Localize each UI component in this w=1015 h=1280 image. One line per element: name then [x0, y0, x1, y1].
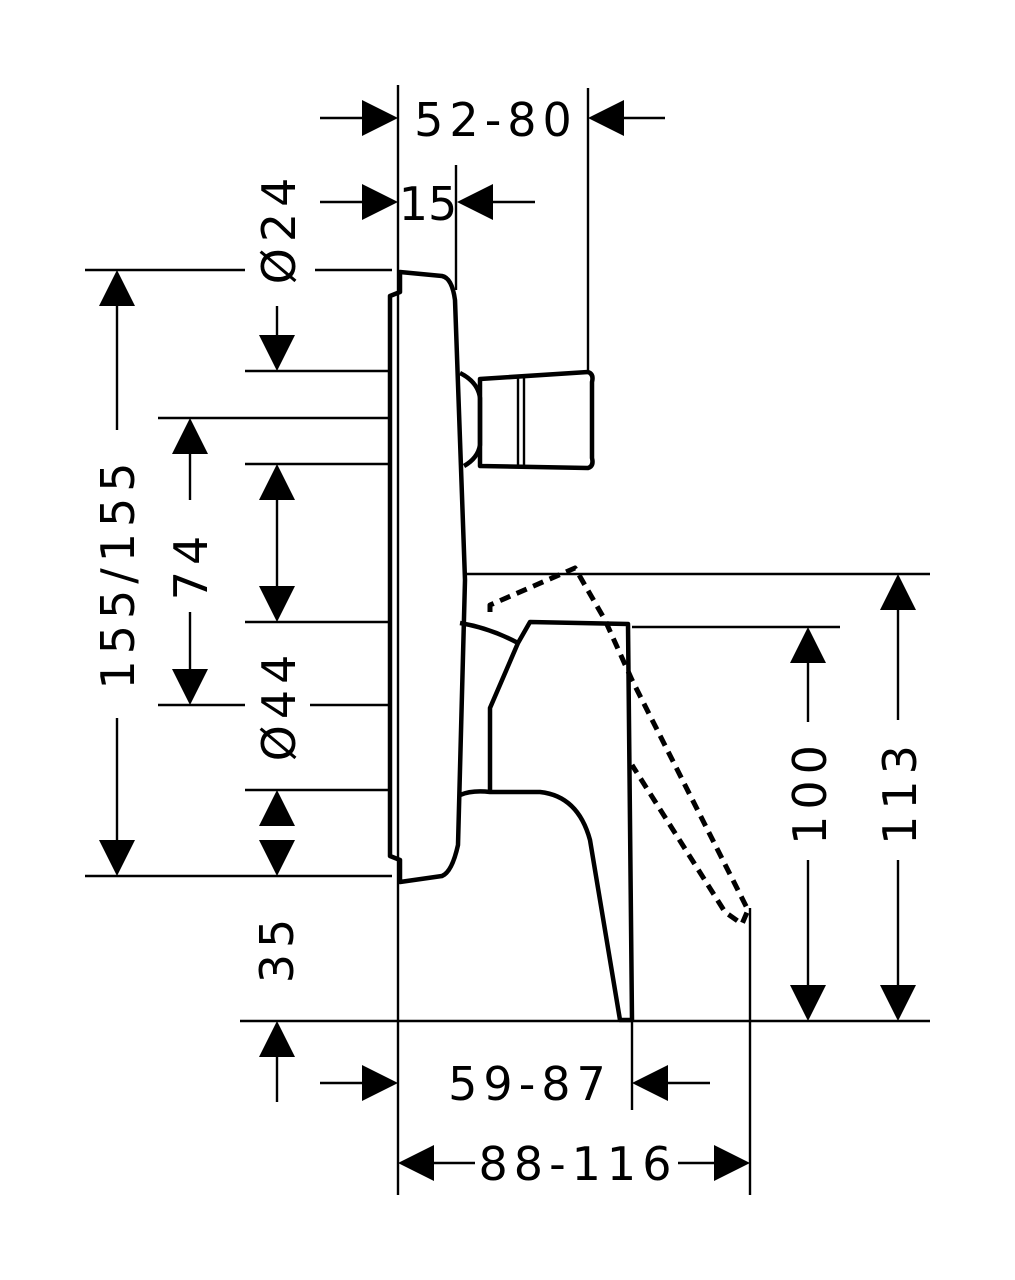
arrow-right-icon	[362, 1065, 398, 1101]
dim-52-80: 52-80	[414, 93, 578, 147]
arrow-down-icon	[172, 669, 208, 705]
arrow-left-icon	[632, 1065, 668, 1101]
arrow-down-icon	[790, 985, 826, 1021]
arrow-right-icon	[714, 1145, 750, 1181]
arrow-left-icon	[588, 100, 624, 136]
dim-74: 74	[164, 530, 218, 601]
arrow-up-icon	[99, 270, 135, 306]
dim-59-87: 59-87	[448, 1057, 612, 1111]
dim-35: 35	[250, 913, 304, 984]
arrow-down-icon	[99, 840, 135, 876]
arrow-down-icon	[259, 840, 295, 876]
arrow-down-icon	[259, 335, 295, 371]
dim-100: 100	[783, 739, 837, 845]
dim-155-155: 155/155	[91, 456, 145, 689]
arrow-up-icon	[172, 418, 208, 454]
dim-diameter-44: Ø44	[252, 649, 306, 762]
arrow-right-icon	[362, 100, 398, 136]
arrow-down-icon	[880, 985, 916, 1021]
arrow-up-icon	[790, 627, 826, 663]
dimension-labels: 52-80 15 Ø24 155/155 74 Ø44 35 100 113 5…	[91, 93, 927, 1191]
arrow-up-icon	[259, 1021, 295, 1057]
dim-15: 15	[399, 177, 458, 231]
arrow-down-icon	[259, 586, 295, 622]
diverter-collar	[458, 370, 483, 468]
dim-113: 113	[873, 739, 927, 845]
lever-open-position	[487, 565, 751, 927]
arrow-up-icon	[259, 790, 295, 826]
arrow-up-icon	[259, 464, 295, 500]
arrow-up-icon	[880, 574, 916, 610]
dim-diameter-24: Ø24	[252, 172, 306, 285]
product-outline	[387, 269, 751, 1023]
arrow-right-icon	[362, 184, 398, 220]
arrow-left-icon	[398, 1145, 434, 1181]
diverter-knob	[477, 369, 595, 471]
dim-88-116: 88-116	[479, 1137, 678, 1191]
lever-handle	[459, 619, 635, 1023]
arrow-left-icon	[457, 184, 493, 220]
wall-plate	[387, 269, 468, 885]
extension-lines	[85, 85, 930, 1195]
dimension-arrows	[99, 100, 916, 1181]
